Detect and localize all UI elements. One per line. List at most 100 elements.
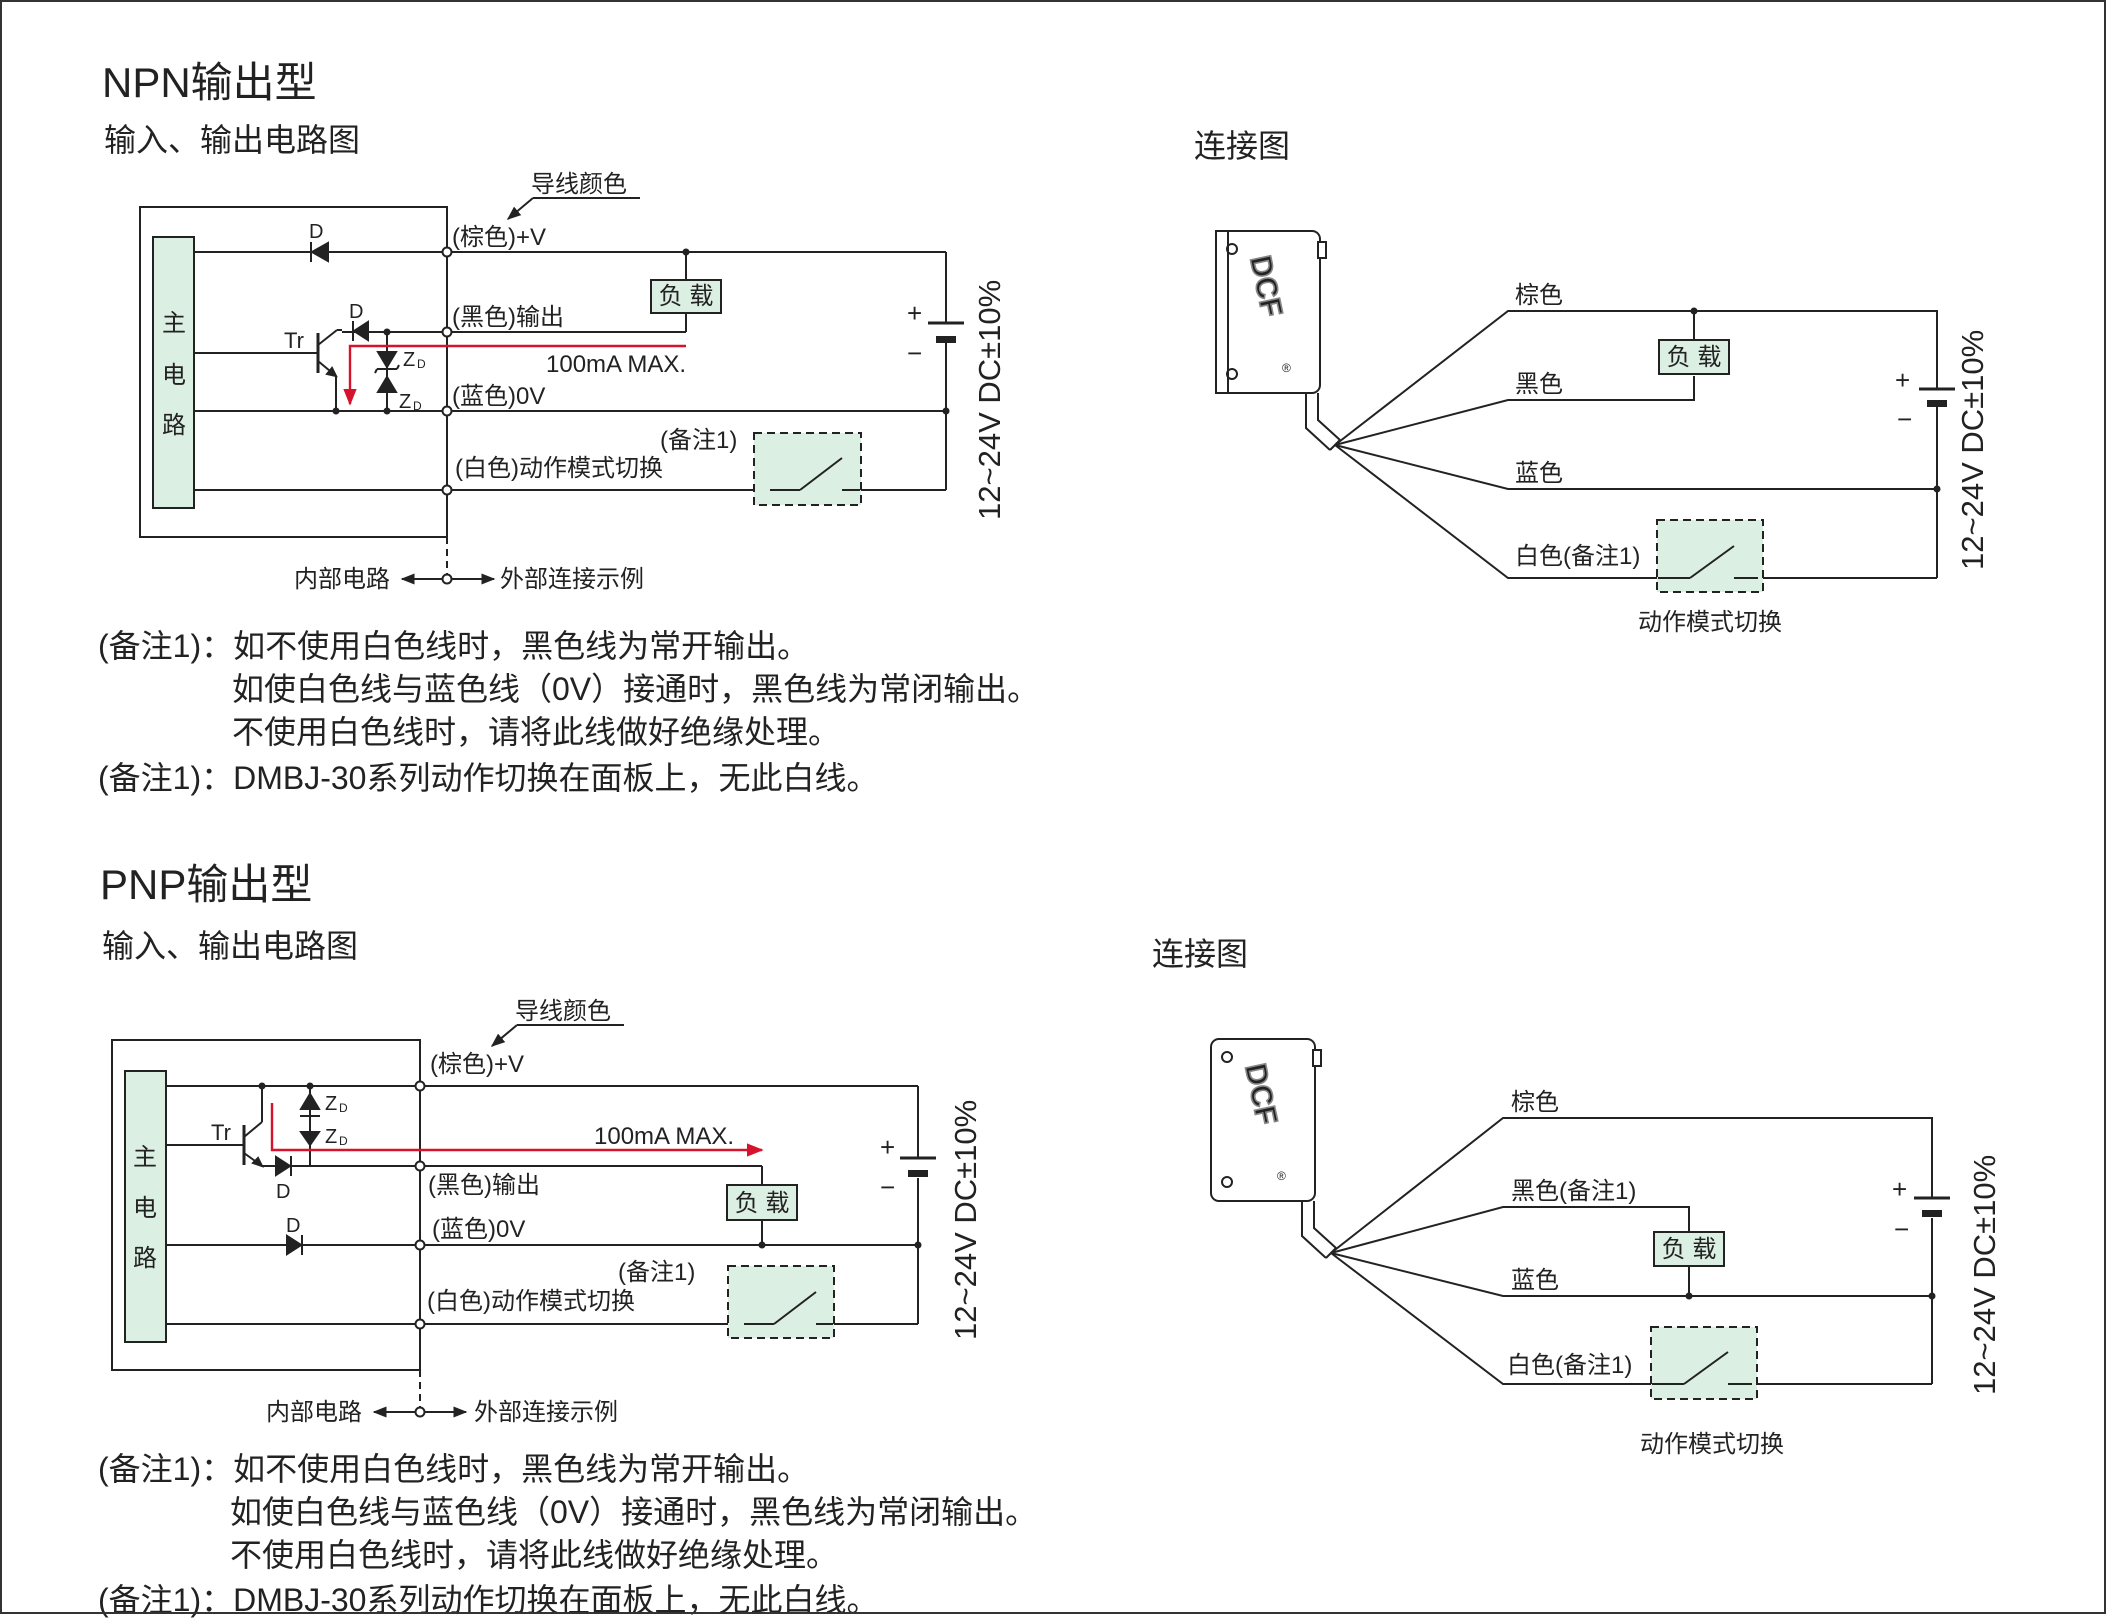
npn-wire-blue: (蓝色)0V <box>452 383 545 410</box>
pnp-current-label: 100mA MAX. <box>594 1123 734 1150</box>
pnp-conn-load-box <box>1653 1231 1725 1267</box>
npn-conn-load-box <box>1658 339 1730 375</box>
pnp-conn-wire-brown: 棕色 <box>1511 1089 1559 1116</box>
npn-load-box <box>650 279 722 314</box>
npn-main-label-1: 主 <box>162 310 186 337</box>
npn-zd1-sub: D <box>417 357 426 371</box>
pnp-wire-color-caption: 导线颜色 <box>515 998 611 1025</box>
npn-load-label: 负 载 <box>659 283 714 310</box>
npn-conn-wire-black: 黑色 <box>1515 371 1563 398</box>
pnp-d1-label: D <box>276 1181 290 1203</box>
npn-internal-box <box>139 206 448 538</box>
pnp-conn-minus: − <box>1894 1214 1909 1244</box>
pnp-mode-switch <box>727 1265 835 1339</box>
npn-wire-white: (白色)动作模式切换 <box>455 455 663 482</box>
npn-terminals <box>441 246 453 585</box>
npn-conn-wire-brown: 棕色 <box>1515 282 1563 309</box>
pnp-main-circuit-block <box>124 1070 167 1343</box>
npn-zd2-label: Z <box>399 391 411 413</box>
npn-d2-label: D <box>349 301 363 323</box>
pnp-external-label: 外部连接示例 <box>474 1399 618 1426</box>
pnp-note-4: (备注1)：DMBJ-30系列动作切换在面板上，无此白线。 <box>98 1582 879 1618</box>
npn-conn-switch <box>1656 519 1764 593</box>
pnp-zd1-sub: D <box>339 1101 348 1115</box>
pnp-minus: − <box>880 1172 895 1202</box>
pnp-main-label-2: 电 <box>133 1195 157 1222</box>
pnp-wire-black: (黑色)输出 <box>428 1172 540 1199</box>
npn-conn-minus: − <box>1897 404 1912 434</box>
npn-main-label-2: 电 <box>162 362 186 389</box>
pnp-wire-blue: (蓝色)0V <box>432 1216 525 1243</box>
pnp-conn-load-label: 负 载 <box>1662 1236 1717 1263</box>
npn-tr-label: Tr <box>284 328 304 353</box>
npn-note-2: 如使白色线与蓝色线（0V）接通时，黑色线为常闭输出。 <box>232 671 1040 707</box>
pnp-conn-wire-white: 白色(备注1) <box>1507 1352 1632 1379</box>
npn-conn-plus: + <box>1895 365 1910 395</box>
npn-internal-label: 内部电路 <box>294 566 390 593</box>
pnp-conn-supply-label: 12~24V DC±10% <box>1967 1155 2002 1395</box>
npn-wire-color-caption: 导线颜色 <box>531 171 627 198</box>
pnp-internal-box <box>111 1039 421 1371</box>
npn-current-path <box>343 344 686 406</box>
npn-main-circuit-block <box>152 236 195 509</box>
npn-wire-black: (黑色)输出 <box>452 304 564 331</box>
pnp-internal-label: 内部电路 <box>266 1399 362 1426</box>
npn-diode-d1-icon <box>309 241 329 263</box>
pnp-conn-wire-blue: 蓝色 <box>1511 1267 1559 1294</box>
pnp-junctions <box>258 1082 922 1249</box>
pnp-connection-diagram <box>1210 1038 1950 1400</box>
npn-sensor-registered: ® <box>1282 361 1291 375</box>
pnp-main-label-3: 路 <box>133 1245 157 1272</box>
pnp-sensor-registered: ® <box>1277 1169 1286 1183</box>
pnp-diode-d2-icon <box>286 1234 303 1256</box>
npn-conn-supply-label: 12~24V DC±10% <box>1955 330 1990 570</box>
npn-wire-brown: (棕色)+V <box>452 224 546 251</box>
npn-title: NPN输出型 <box>102 59 317 106</box>
pnp-sensor-body <box>1210 1038 1316 1202</box>
pnp-d2-label: D <box>286 1215 300 1237</box>
npn-mode-switch <box>753 432 862 506</box>
pnp-subtitle: 输入、输出电路图 <box>102 928 359 964</box>
pnp-conn-plus: + <box>1892 1174 1907 1204</box>
npn-conn-wire-blue: 蓝色 <box>1515 460 1563 487</box>
npn-conn-load-label: 负 载 <box>1667 344 1722 371</box>
npn-supply-label: 12~24V DC±10% <box>972 280 1007 520</box>
npn-zener-upper-icon <box>376 351 398 369</box>
npn-note-1: (备注1)：如不使用白色线时，黑色线为常开输出。 <box>98 628 810 664</box>
pnp-load-box <box>726 1184 798 1221</box>
pnp-note-3: 不使用白色线时，请将此线做好绝缘处理。 <box>230 1537 839 1573</box>
npn-subtitle: 输入、输出电路图 <box>104 122 361 158</box>
pnp-supply-label: 12~24V DC±10% <box>948 1100 983 1340</box>
pnp-terminals <box>414 1080 426 1418</box>
npn-junctions <box>332 248 950 415</box>
pnp-connection-title: 连接图 <box>1152 936 1249 972</box>
pnp-wire-white: (白色)动作模式切换 <box>427 1288 635 1315</box>
npn-plus: + <box>907 298 922 328</box>
npn-zener-lower-icon <box>376 375 398 393</box>
pnp-main-label-1: 主 <box>133 1144 157 1171</box>
pnp-current-path <box>270 1103 764 1157</box>
pnp-note-2: 如使白色线与蓝色线（0V）接通时，黑色线为常闭输出。 <box>230 1494 1038 1530</box>
npn-note-3: 不使用白色线时，请将此线做好绝缘处理。 <box>232 714 841 750</box>
npn-circuit <box>139 197 964 585</box>
pnp-zd2-label: Z <box>325 1126 337 1148</box>
pnp-zd1-label: Z <box>325 1093 337 1115</box>
npn-external-label: 外部连接示例 <box>500 566 644 593</box>
pnp-conn-wire-black: 黑色(备注1) <box>1511 1178 1636 1205</box>
pnp-conn-switch <box>1650 1326 1758 1400</box>
npn-conn-switch-label: 动作模式切换 <box>1638 609 1782 636</box>
pnp-load-label: 负 载 <box>735 1190 790 1217</box>
pnp-zener-upper-icon <box>299 1092 321 1110</box>
npn-diode-d2-icon <box>352 320 369 342</box>
npn-current-label: 100mA MAX. <box>546 351 686 378</box>
pnp-tr-label: Tr <box>211 1120 231 1145</box>
pnp-conn-switch-label: 动作模式切换 <box>1640 1431 1784 1458</box>
pnp-plus: + <box>880 1132 895 1162</box>
npn-connection-title: 连接图 <box>1194 128 1291 164</box>
npn-note-4: (备注1)：DMBJ-30系列动作切换在面板上，无此白线。 <box>98 760 879 796</box>
pnp-zd2-sub: D <box>339 1134 348 1148</box>
pnp-circuit <box>111 1024 936 1418</box>
